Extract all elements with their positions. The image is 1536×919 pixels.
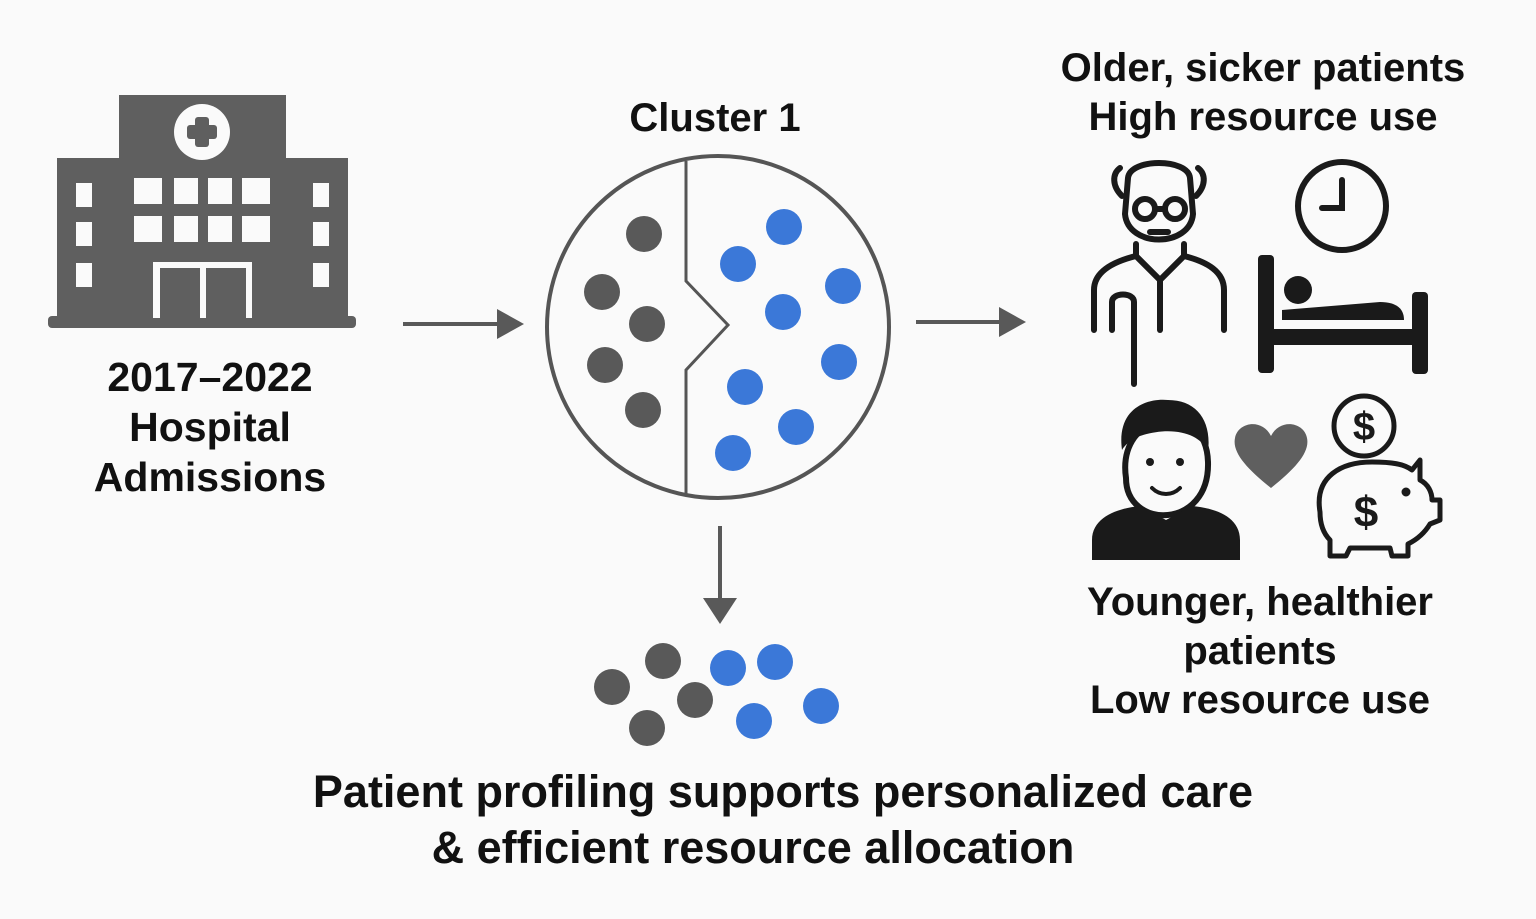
- conclusion-text: Patient profiling supports personalized …: [238, 764, 1328, 877]
- dollar-sign-icon: $ $: [1353, 405, 1378, 537]
- svg-text:$: $: [1353, 405, 1375, 449]
- arrow-right-1: [403, 309, 524, 339]
- young-patient-icon: [1092, 399, 1240, 560]
- hospital-bed-icon: [1258, 255, 1428, 374]
- svg-text:$: $: [1354, 488, 1378, 537]
- source-label: 2017–2022 Hospital Admissions: [60, 352, 360, 502]
- arrow-down: [703, 526, 737, 624]
- clock-icon: [1295, 159, 1389, 253]
- conclusion-line: & efficient resource allocation: [431, 822, 1075, 874]
- high-resource-label: Older, sicker patients High resource use: [1030, 44, 1496, 142]
- piggy-bank-icon: [1316, 393, 1443, 559]
- cluster-group-gray: [584, 216, 665, 428]
- low-resource-label: Younger, healthier patients Low resource…: [1030, 578, 1490, 724]
- high-resource-line: Older, sicker patients: [1060, 46, 1466, 90]
- source-line: 2017–2022: [107, 354, 313, 400]
- scattered-dots: [594, 643, 839, 746]
- hospital-icon: [48, 95, 356, 328]
- elderly-patient-icon: [1091, 160, 1227, 387]
- high-resource-line: High resource use: [1088, 94, 1438, 139]
- cluster-title: Cluster 1: [629, 96, 801, 140]
- low-resource-line: Younger, healthier: [1087, 580, 1433, 624]
- heart-icon: [1234, 424, 1308, 488]
- low-resource-line: patients: [1183, 628, 1337, 673]
- source-line: Admissions: [93, 454, 327, 501]
- source-line: Hospital: [129, 404, 291, 451]
- cluster-group-blue: [715, 209, 861, 471]
- conclusion-line: Patient profiling supports personalized …: [312, 766, 1254, 817]
- low-resource-line: Low resource use: [1089, 677, 1431, 722]
- arrow-right-2: [916, 307, 1026, 337]
